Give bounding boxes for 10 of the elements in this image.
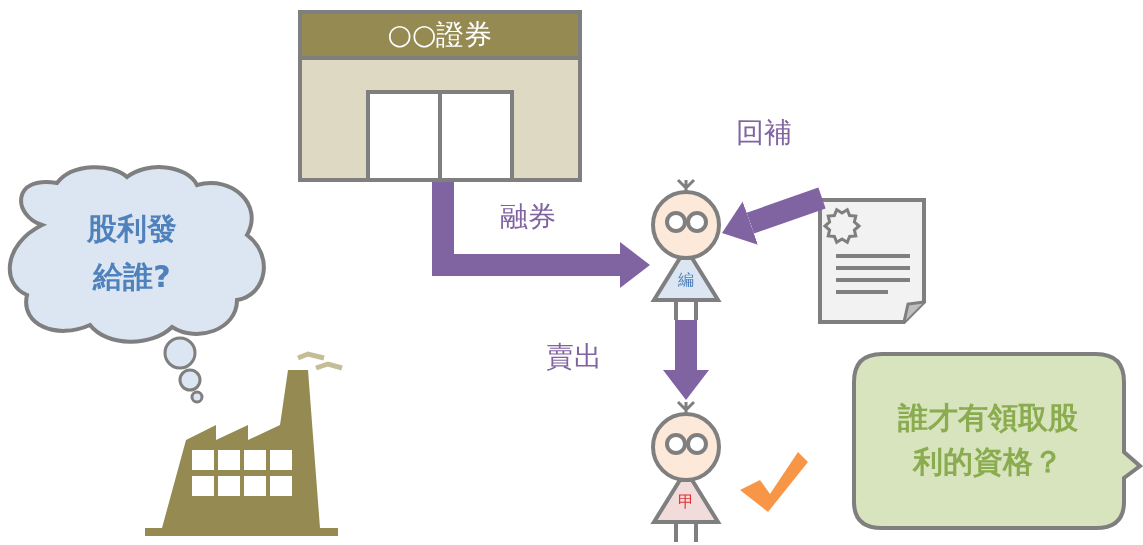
speech-bubble	[852, 352, 1143, 532]
thought-text: 股利發給誰?	[86, 210, 178, 296]
certificate-document	[818, 198, 926, 324]
speech-text: 誰才有領取股利的資格？	[898, 399, 1078, 481]
sign-text: ○○證券	[386, 17, 494, 53]
arrow	[722, 187, 826, 245]
shirt-label: 編	[677, 270, 695, 291]
arrow	[663, 320, 709, 400]
arrow	[432, 182, 650, 288]
shirt-label: 甲	[677, 492, 695, 513]
